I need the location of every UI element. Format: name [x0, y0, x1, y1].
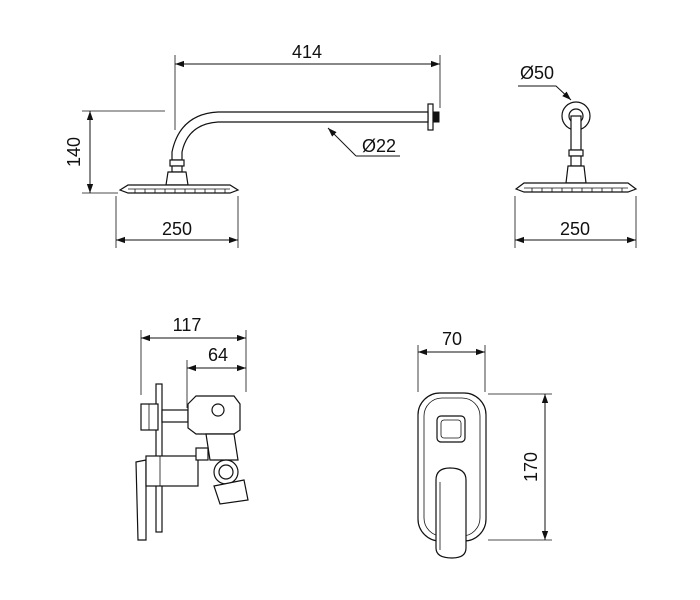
dimension-label-head-width-front: 250 [560, 219, 590, 239]
ball-joint-front [570, 155, 582, 167]
valve-body-lower [213, 479, 249, 505]
arm-front [570, 115, 582, 151]
nozzle-row [134, 189, 226, 193]
mixer-lever-front [435, 467, 467, 559]
dimension-label-valve-depth-body: 64 [208, 345, 228, 365]
shower-head-front [514, 182, 638, 193]
head-connector-front [565, 165, 587, 184]
diverter-button [436, 415, 466, 443]
lever-hub [145, 455, 199, 487]
valve-port [211, 403, 225, 417]
valve-front-view: 70 170 [417, 329, 552, 559]
pin [195, 447, 209, 461]
dimension-label-flange-diameter: Ø50 [520, 63, 554, 83]
mixer-lever [135, 459, 147, 541]
diverter-knob [140, 403, 159, 431]
dimension-label-pipe-diameter: Ø22 [362, 136, 396, 156]
arm-nut [169, 159, 185, 167]
diverter-stem [161, 409, 189, 423]
leader-pipe-diameter [327, 127, 357, 157]
outlet-circle-inner [218, 464, 234, 480]
dimension-label-head-width-side: 250 [162, 219, 192, 239]
wall-connector [432, 111, 440, 123]
nozzle-row-front [531, 188, 623, 192]
head-connector [165, 171, 189, 186]
leader-flange-diameter [518, 85, 572, 101]
valve-side-view: 117 64 [135, 315, 249, 541]
dimension-label-plate-width: 70 [442, 329, 462, 349]
shower-side-view: 414 140 [64, 42, 441, 248]
wall-flange [427, 103, 434, 131]
dimension-label-valve-depth-total: 117 [173, 315, 202, 335]
shower-front-view: Ø50 250 [514, 63, 638, 248]
ball-joint [171, 165, 183, 173]
dimension-label-plate-height: 170 [521, 452, 541, 482]
dimension-label-drop-height: 140 [64, 137, 84, 167]
diverter-button-inner [440, 419, 462, 439]
valve-body-middle [205, 433, 239, 461]
arm-nut-front [568, 149, 584, 157]
dimension-label-arm-length: 414 [292, 42, 322, 62]
